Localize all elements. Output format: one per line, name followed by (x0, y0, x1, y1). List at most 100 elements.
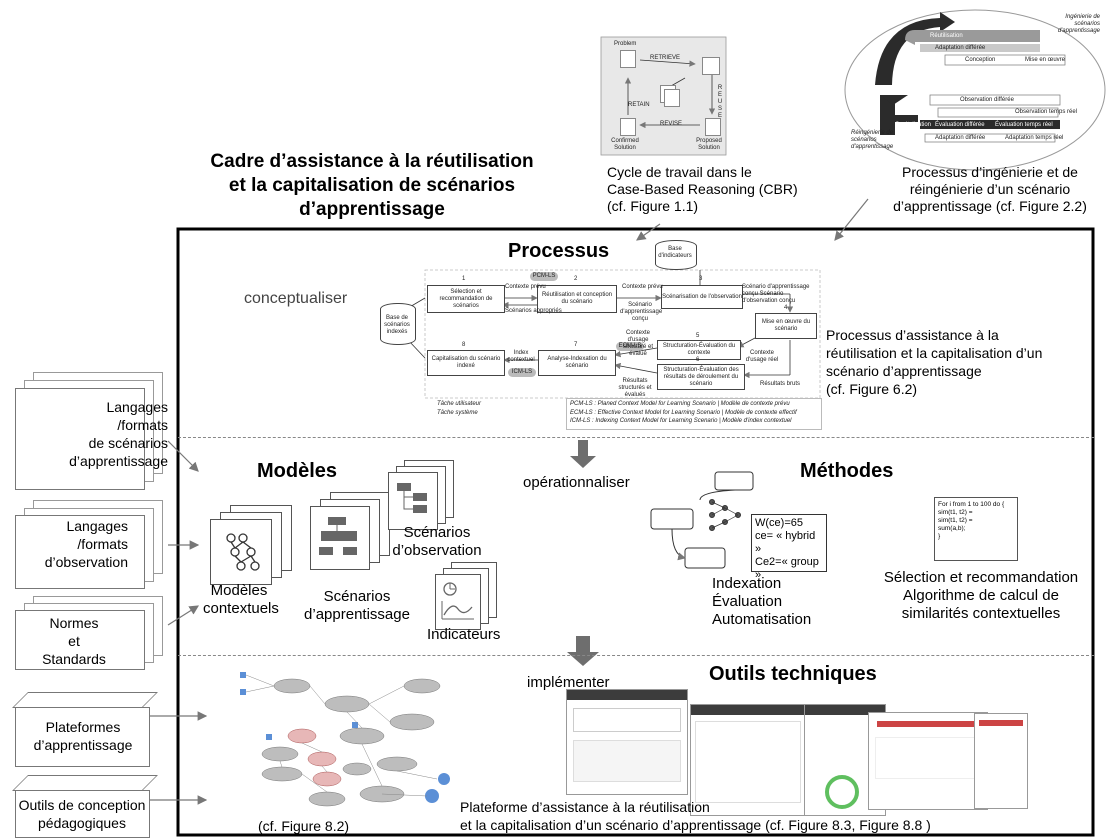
modeles-title: Modèles (257, 460, 338, 482)
definition-pcm: PCM-LS : Planed Context Model for Learni… (570, 401, 790, 407)
step-8-box: Capitalisation du scénario indexé (427, 350, 505, 376)
reeng-conception-label: Conception (965, 57, 996, 63)
step-6-box: Structuration-Évaluation des résultats d… (657, 364, 745, 390)
outils-conception-label: Outils de conception pédagogiques (14, 796, 150, 832)
formula-line-2: ce= « hybrid » (755, 530, 816, 555)
reeng-obs-diff-label: Observation différée (960, 97, 1014, 103)
code-line-3: sim(t1, t2) = (938, 517, 973, 524)
down-arrow-1 (570, 440, 596, 468)
step-7-box: Analyse-Indexation du scénario (538, 350, 616, 376)
platform-screenshot-4 (868, 712, 988, 810)
contextuels-icon (210, 519, 272, 585)
step-3-num: 3 (699, 276, 703, 282)
outils-line-2: pédagogiques (38, 815, 126, 831)
langages-scenarios-label: Langages /formats de scénarios d’apprent… (42, 398, 168, 470)
definition-icm: ICM-LS : Indexing Context Model for Lear… (570, 418, 792, 424)
reeng-arrow (834, 198, 869, 241)
methodes-labels: Indexation Évaluation Automatisation (712, 575, 811, 629)
step-1-label: Sélection et recommandation de scénarios (439, 288, 493, 309)
formula-line-1: W(ce)=65 (755, 517, 803, 529)
conceptualiser-label: conceptualiser (244, 290, 348, 307)
plateformes-line-1: Plateformes (45, 719, 121, 735)
code-line-1: For i from 1 to 100 do { (938, 501, 1005, 508)
reeng-adapt-tr-label: Adaptation temps réel (1005, 135, 1064, 141)
outils-box (15, 790, 150, 838)
evaluation-label: Évaluation (712, 593, 783, 610)
contextuels-label: Modèles contextuels (203, 582, 279, 618)
platform-caption-line-2: et la capitalisation d’un scénario d’app… (460, 817, 931, 833)
code-line-4: sum(a,b); (938, 525, 966, 532)
cbr-caption-line-1: Cycle de travail dans le (607, 164, 752, 180)
code-doc: For i from 1 to 100 do { sim(t1, t2) = s… (934, 497, 1018, 561)
pcm-ls-badge: PCM-LS (530, 272, 558, 281)
apprentissage-label: Scénarios d’apprentissage (300, 588, 414, 624)
cbr-retrieve-label: RETRIEVE (650, 55, 681, 61)
reeng-eval-diff-label: Évaluation différée (935, 122, 985, 128)
obs-doc-front (15, 515, 145, 589)
contextuels-label-line-1: Modèles (210, 582, 268, 599)
cbr-confirmed-doc (620, 118, 636, 136)
processus-caption: Processus d’assistance à la réutilisatio… (826, 326, 1042, 398)
langages-scenarios-line-2: /formats (117, 417, 168, 433)
reeng-caption-line-2: réingénierie d’un scénario (909, 181, 1071, 197)
apprentissage-icon (310, 506, 370, 570)
platform-screenshot-5 (974, 713, 1028, 809)
step-5-num: 5 (696, 333, 700, 339)
main-title-line-2: et la capitalisation de scénarios (228, 175, 516, 196)
flow-scenarios-appropries: Scénarios appropriés (505, 308, 562, 314)
divider-1 (178, 437, 1094, 438)
platform-screenshot-1 (566, 689, 688, 795)
cbr-problem-doc (620, 50, 636, 68)
step-8-label: Capitalisation du scénario indexé (431, 356, 501, 369)
observation-label: Scénarios d’observation (385, 524, 489, 560)
cbr-proposed-doc (705, 118, 721, 136)
reeng-caption: Processus d’ingénierie et de réingénieri… (876, 164, 1104, 215)
langages-observation-line-1: Langages (66, 518, 128, 534)
contextuels-label-line-2: contextuels (203, 600, 279, 617)
flow-index: Index contextuel (507, 350, 535, 363)
definition-ecm: ECM-LS : Effective Context Model for Lea… (570, 410, 797, 416)
observation-label-line-2: d’observation (392, 542, 482, 559)
step-2-box: Réutilisation et conception du scénario (537, 285, 617, 313)
icm-ls-badge: ICM-LS (508, 368, 536, 377)
ecm-ls-badge: ECM-LS (616, 342, 644, 351)
plateformes-label: Plateformes d’apprentissage (24, 718, 142, 754)
cbr-revise-label: REVISE (660, 121, 683, 127)
db-scenarios-label: Base de scénarios indexés (384, 315, 410, 335)
cbr-retain-label: RETAIN (628, 102, 650, 108)
reeng-ingenierie-label: Ingénierie de scénarios d'apprentissage (1057, 14, 1100, 34)
process-connectors (407, 269, 821, 399)
langages-observation-line-3: d’observation (44, 554, 128, 570)
reeng-caption-line-3: d’apprentissage (cf. Figure 2.2) (893, 198, 1087, 214)
step-5-label: Structuration-Évaluation du contexte (662, 343, 736, 356)
flow-scenario-concu: Scénario d'apprentissage conçu (620, 302, 663, 322)
side-doc-stack-front (15, 388, 145, 490)
reeng-shapes (844, 9, 1106, 171)
step-1-num: 1 (462, 276, 466, 282)
flow-contexte-structure: Contexte d'usage structuré et évalué (622, 330, 653, 357)
processus-caption-line-3: scénario d’apprentissage (826, 363, 982, 379)
cbr-caption-line-2: Case-Based Reasoning (CBR) (607, 181, 798, 197)
reeng-obs-tr-label: Observation temps réel (1015, 109, 1078, 115)
platform-caption: Plateforme d’assistance à la réutilisati… (460, 798, 931, 834)
observation-icon (388, 472, 438, 530)
langages-observation-label: Langages /formats d’observation (28, 517, 128, 571)
platforms-top (12, 692, 158, 708)
main-title-line-3: d’apprentissage (299, 199, 445, 220)
langages-scenarios-line-3: de scénarios (88, 435, 168, 451)
legend-tache-systeme: Tâche système (437, 410, 478, 416)
concept-map-caption: (cf. Figure 8.2) (258, 818, 350, 834)
cbr-caption-line-3: (cf. Figure 1.1) (607, 198, 699, 214)
step-4-label: Mise en œuvre du scénario (761, 319, 811, 332)
code-line-5: } (938, 533, 941, 540)
step-8-num: 8 (462, 342, 466, 348)
step-1-box: Sélection et recommandation de scénarios (427, 285, 505, 313)
cbr-case-doc-2 (664, 89, 680, 107)
main-frame (176, 227, 1095, 837)
flow-contexte-prevu-1: Contexte prévu (505, 284, 546, 290)
normes-line-1: Normes (49, 615, 99, 631)
processus-caption-line-4: (cf. Figure 6.2) (826, 381, 918, 397)
algo-labels: Sélection et recommandation Algorithme d… (872, 569, 1090, 623)
side-arrow-1 (167, 440, 199, 472)
processus-title: Processus (508, 240, 610, 262)
